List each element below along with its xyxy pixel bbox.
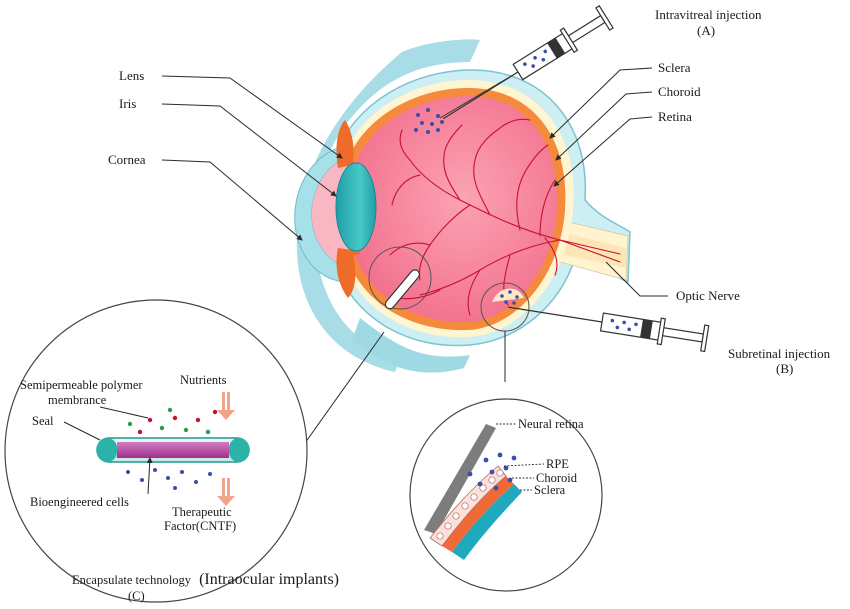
intravitreal-drug-particles <box>414 108 444 134</box>
therapeutic-arrow <box>217 478 235 506</box>
therapeutic-label-1: Therapeutic <box>172 505 232 519</box>
capsule-seal-right <box>229 438 249 462</box>
detail-sclera-label: Sclera <box>534 483 566 497</box>
bioengineered-label: Bioengineered cells <box>30 495 129 509</box>
intravitreal-code: (A) <box>697 23 715 38</box>
neural-retina-layer <box>424 424 496 534</box>
outer-tissue-band <box>296 39 480 372</box>
lens <box>335 162 377 252</box>
intravitreal-needle <box>439 71 519 119</box>
detail-choroid-label: Choroid <box>536 471 578 485</box>
implant-in-eye <box>368 246 432 310</box>
semipermeable-label-2: membrance <box>48 393 107 407</box>
retina-detail-leaders <box>496 423 545 491</box>
optic-nerve-core <box>560 232 626 268</box>
therapeutic-label-2: Factor(CNTF) <box>164 519 236 533</box>
cells-leader <box>146 457 153 495</box>
choroid-label: Choroid <box>658 84 701 99</box>
particles <box>126 407 218 490</box>
nutrients-label: Nutrients <box>180 373 227 387</box>
intravitreal-title: Intravitreal injection <box>655 7 762 22</box>
subretinal-syringe <box>508 306 710 353</box>
encapsulate-caption: Encapsulate technology (Intraocular impl… <box>72 571 339 588</box>
rpe-label: RPE <box>546 457 569 471</box>
lower-lid <box>352 318 470 373</box>
sclera-label: Sclera <box>658 60 691 75</box>
choroid-layer <box>442 476 514 552</box>
lens-label: Lens <box>119 68 144 83</box>
rpe-cells <box>436 469 504 540</box>
intravitreal-syringe <box>443 5 614 120</box>
cornea-label: Cornea <box>108 152 146 167</box>
retina-detail-panel <box>409 398 603 592</box>
seal-leader <box>63 421 101 441</box>
subretinal-code: (B) <box>776 361 793 376</box>
iris-label: Iris <box>119 96 136 111</box>
eye-cross-section <box>294 39 631 373</box>
subretinal-title: Subretinal injection <box>728 346 831 361</box>
encapsulate-suffix: (Intraocular implants) <box>199 571 339 588</box>
retina-label: Retina <box>658 109 692 124</box>
membrane-leader <box>99 406 149 419</box>
implant-detail-panel <box>4 299 308 603</box>
neural-retina-label: Neural retina <box>518 417 584 431</box>
iris-lower <box>336 248 356 298</box>
capsule-seal-left <box>97 438 117 462</box>
semipermeable-label-1: Semipermeable polymer <box>20 378 143 392</box>
vitreous-body <box>348 96 558 323</box>
seal-label: Seal <box>32 414 54 428</box>
sclera-layer <box>452 484 522 560</box>
capsule-cells <box>117 442 229 458</box>
optic-nerve-label: Optic Nerve <box>676 288 740 303</box>
nutrients-arrow <box>217 392 235 420</box>
encapsulate-code: (C) <box>128 589 145 603</box>
subretinal-drug-particles <box>467 452 517 491</box>
encapsulate-prefix: Encapsulate technology <box>72 573 192 587</box>
